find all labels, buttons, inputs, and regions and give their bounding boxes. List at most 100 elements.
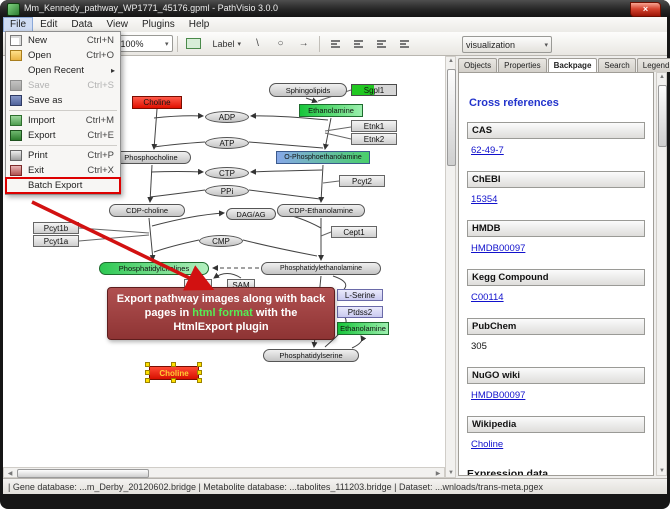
visualization-value: visualization bbox=[466, 39, 516, 50]
menu-shortcut: Ctrl+P bbox=[87, 150, 114, 161]
align-left-button[interactable] bbox=[325, 34, 346, 54]
menu-item-import[interactable]: Import Ctrl+M bbox=[6, 113, 120, 128]
scrollbar-thumb[interactable] bbox=[658, 85, 667, 147]
menu-item-export[interactable]: Export Ctrl+E bbox=[6, 128, 120, 143]
xref-link[interactable]: HMDB00097 bbox=[471, 243, 526, 254]
pathway-node[interactable]: Pcyt1b bbox=[33, 222, 79, 234]
pathway-node[interactable]: ATP bbox=[205, 137, 249, 149]
pathway-node[interactable]: Sgpl1 bbox=[351, 84, 397, 96]
pathway-node[interactable]: Sphingolipids bbox=[269, 83, 347, 97]
menu-item-new[interactable]: New Ctrl+N bbox=[6, 33, 120, 48]
pathway-node[interactable]: Ethanolamine bbox=[337, 322, 389, 335]
xref-link[interactable]: HMDB00097 bbox=[471, 390, 526, 401]
pathway-node[interactable]: Ptdss2 bbox=[337, 306, 383, 318]
selection-handle[interactable] bbox=[171, 378, 176, 383]
selection-handle[interactable] bbox=[197, 378, 202, 383]
pathway-node[interactable]: Phosphocholine bbox=[111, 151, 191, 164]
pathway-node[interactable]: Ethanolamine bbox=[299, 104, 363, 117]
line-tool-button[interactable]: \ bbox=[247, 34, 268, 54]
pathway-node[interactable]: L-Serine bbox=[337, 289, 383, 301]
tab-backpage[interactable]: Backpage bbox=[547, 58, 598, 72]
menu-item-batch-export[interactable]: Batch Export bbox=[5, 177, 121, 194]
menu-item-label: Save bbox=[28, 80, 50, 91]
align-center-button[interactable] bbox=[348, 34, 369, 54]
selection-handle[interactable] bbox=[145, 378, 150, 383]
selection-handle[interactable] bbox=[145, 362, 150, 367]
pathway-node[interactable]: Etnk1 bbox=[351, 120, 397, 132]
menu-help[interactable]: Help bbox=[188, 19, 210, 30]
xref-link[interactable]: 15354 bbox=[471, 194, 498, 205]
gene-tool-button[interactable] bbox=[183, 34, 204, 54]
tab-legend[interactable]: Legend bbox=[636, 58, 670, 72]
scroll-up-icon[interactable]: ▲ bbox=[448, 58, 454, 64]
canvas-vertical-scrollbar[interactable]: ▲ ▼ bbox=[445, 56, 456, 478]
selection-handle[interactable] bbox=[197, 370, 202, 375]
pathway-node[interactable]: Pcyt2 bbox=[339, 175, 385, 187]
scrollbar-thumb[interactable] bbox=[447, 69, 456, 166]
line-tool-icon: \ bbox=[256, 38, 259, 49]
visualization-select[interactable]: visualization ▾ bbox=[462, 36, 552, 53]
distribute-vertical-button[interactable] bbox=[394, 34, 415, 54]
chevron-down-icon: ▾ bbox=[544, 41, 548, 49]
pathway-node[interactable]: CTP bbox=[205, 167, 249, 179]
shape-tool-icon: ○ bbox=[277, 38, 284, 49]
pathway-node[interactable]: Etnk2 bbox=[351, 133, 397, 145]
pathway-node[interactable]: CMP bbox=[199, 235, 243, 247]
label-tool-button[interactable]: Label ▾ bbox=[206, 34, 246, 54]
pathway-node[interactable]: Phosphatidylethanolamine bbox=[261, 262, 381, 275]
menu-item-open-recent[interactable]: Open Recent ▸ bbox=[6, 63, 120, 78]
scroll-right-icon[interactable]: ▶ bbox=[435, 471, 441, 477]
pathway-node[interactable]: Phosphatidylcholines bbox=[99, 262, 209, 275]
xref-link[interactable]: C00114 bbox=[471, 292, 504, 303]
scrollbar-thumb[interactable] bbox=[17, 469, 149, 478]
backpage-scrollbar[interactable]: ▲ ▼ bbox=[656, 72, 667, 476]
menu-file[interactable]: File bbox=[3, 17, 34, 32]
scroll-up-icon[interactable]: ▲ bbox=[659, 74, 665, 80]
menu-data[interactable]: Data bbox=[71, 19, 93, 30]
tab-properties[interactable]: Properties bbox=[498, 58, 547, 72]
annotation-callout: Export pathway images along with back pa… bbox=[107, 287, 335, 341]
distribute-horizontal-button[interactable] bbox=[371, 34, 392, 54]
connector-tool-button[interactable]: → bbox=[293, 34, 314, 54]
menu-separator bbox=[9, 145, 117, 146]
pathway-node[interactable]: CDP-Ethanolamine bbox=[277, 204, 365, 217]
scroll-down-icon[interactable]: ▼ bbox=[659, 468, 665, 474]
canvas-horizontal-scrollbar[interactable]: ◀ ▶ bbox=[3, 467, 445, 478]
close-button[interactable]: × bbox=[630, 2, 661, 17]
pathway-node[interactable]: Choline bbox=[132, 96, 182, 109]
zoom-select[interactable]: 100% ▾ bbox=[116, 35, 173, 52]
pathway-node[interactable]: PPi bbox=[205, 185, 249, 197]
pathway-node[interactable]: Phosphatidylserine bbox=[263, 349, 359, 362]
pathway-node[interactable]: Cept1 bbox=[331, 226, 377, 238]
menu-item-save[interactable]: Save Ctrl+S bbox=[6, 78, 120, 93]
selection-handle[interactable] bbox=[145, 370, 150, 375]
xref-title: Wikipedia bbox=[467, 416, 645, 433]
menu-shortcut: Ctrl+E bbox=[87, 130, 114, 141]
xref-link[interactable]: 62-49-7 bbox=[471, 145, 504, 156]
scroll-left-icon[interactable]: ◀ bbox=[7, 471, 13, 477]
pathway-node[interactable]: ADP bbox=[205, 111, 249, 123]
menu-edit[interactable]: Edit bbox=[40, 19, 58, 30]
xref-section-pubchem: PubChem 305 bbox=[467, 318, 645, 354]
tab-search[interactable]: Search bbox=[598, 58, 636, 72]
menu-plugins[interactable]: Plugins bbox=[141, 19, 175, 30]
menu-view[interactable]: View bbox=[106, 19, 128, 30]
pathway-node[interactable]: DAG/AG bbox=[226, 208, 276, 220]
xref-link[interactable]: Choline bbox=[471, 439, 504, 450]
xref-section-kegg: Kegg Compound C00114 bbox=[467, 269, 645, 305]
pathway-node[interactable]: CDP-choline bbox=[109, 204, 185, 217]
selection-handle[interactable] bbox=[197, 362, 202, 367]
menu-item-save-as[interactable]: Save as bbox=[6, 93, 120, 108]
menu-item-print[interactable]: Print Ctrl+P bbox=[6, 148, 120, 163]
menu-item-exit[interactable]: Exit Ctrl+X bbox=[6, 163, 120, 178]
menu-item-open[interactable]: Open Ctrl+O bbox=[6, 48, 120, 63]
selection-handle[interactable] bbox=[171, 362, 176, 367]
pathway-node[interactable]: O-Phosphoethanolamine bbox=[276, 151, 370, 164]
callout-text: Export pathway images along with back pa… bbox=[116, 293, 326, 319]
xref-section-wikipedia: Wikipedia Choline bbox=[467, 416, 645, 452]
pathway-node[interactable]: Pcyt1a bbox=[33, 235, 79, 247]
menu-item-label: Save as bbox=[28, 95, 63, 106]
shape-tool-button[interactable]: ○ bbox=[270, 34, 291, 54]
scroll-down-icon[interactable]: ▼ bbox=[448, 470, 454, 476]
tab-objects[interactable]: Objects bbox=[458, 58, 498, 72]
